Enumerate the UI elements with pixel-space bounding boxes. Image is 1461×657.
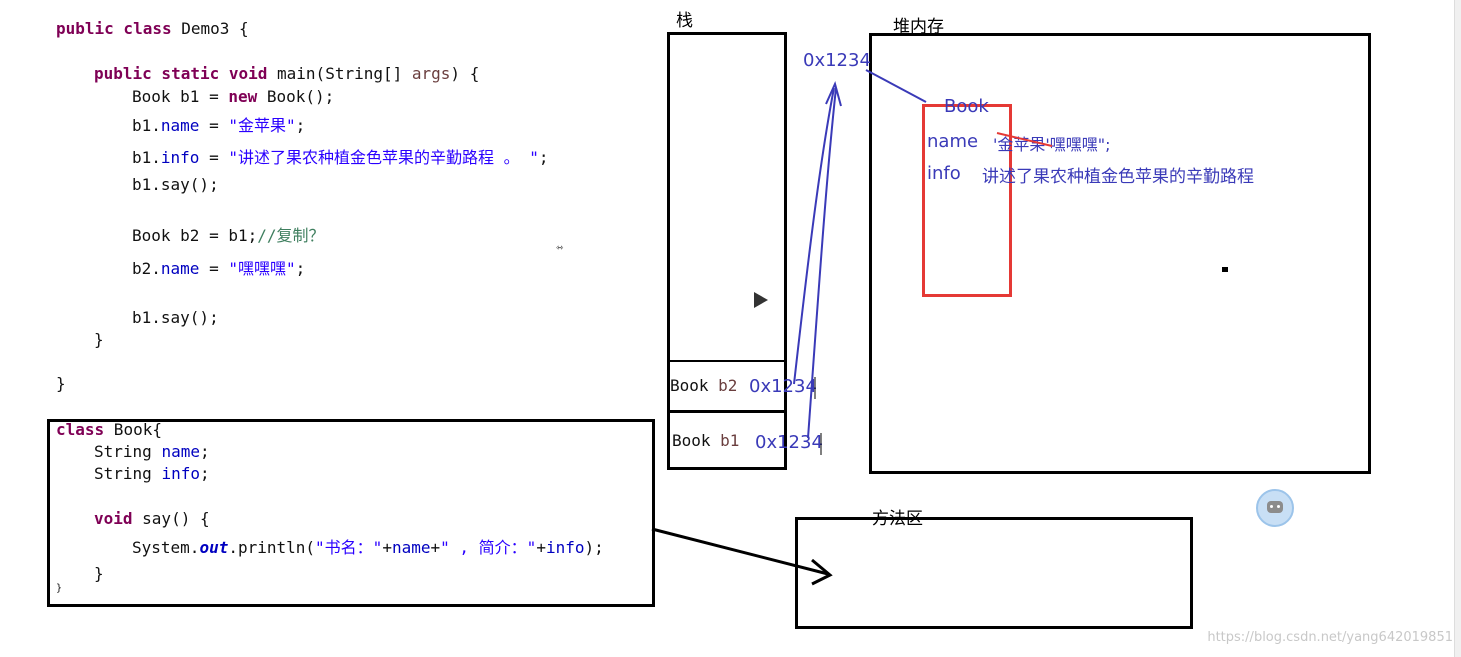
- code-line: }: [94, 564, 104, 583]
- code-line: Book b2 = b1;//复制？: [132, 226, 325, 245]
- code-line: String info;: [94, 464, 210, 483]
- method-area-box: [795, 517, 1193, 629]
- arrowhead: [825, 81, 842, 107]
- stack-b1-address: 0x1234: [755, 432, 823, 453]
- code-line: void say() {: [94, 509, 210, 528]
- book-class-box: [47, 419, 655, 607]
- code-line: Book b1 = new Book();: [132, 87, 335, 106]
- resize-cursor-icon: ⇿: [556, 240, 564, 254]
- stack-b2-address: 0x1234: [749, 376, 817, 397]
- scrollbar[interactable]: [1454, 0, 1461, 657]
- code-line: b1.say();: [132, 308, 219, 327]
- stack-box: [667, 32, 787, 470]
- code-line: String name;: [94, 442, 210, 461]
- code-line: class Book{: [56, 420, 162, 439]
- book-object-box: [922, 104, 1012, 297]
- heap-address: 0x1234: [803, 50, 871, 71]
- cursor-marker: [1222, 267, 1228, 272]
- code-line: }: [94, 330, 104, 349]
- object-name: Book: [944, 96, 989, 117]
- field-name-key: name: [927, 131, 979, 152]
- field-name-value: '金苹果'嘿嘿嘿";: [993, 135, 1111, 154]
- code-line: }: [56, 583, 63, 594]
- code-line: b1.info = "讲述了果农种植金色苹果的辛勤路程 。 ";: [132, 148, 549, 167]
- code-line: System.out.println("书名："+name+" , 简介："+i…: [132, 538, 604, 557]
- code-line: b1.name = "金苹果";: [132, 116, 306, 135]
- stack-row-b2: Book b2: [670, 376, 738, 395]
- robot-avatar-icon[interactable]: [1256, 489, 1294, 527]
- stack-row-b1: Book b1: [672, 431, 740, 450]
- code-line: public static void main(String[] args) {: [94, 64, 480, 83]
- heap-title: 堆内存: [893, 17, 944, 37]
- stack-title: 栈: [676, 11, 693, 31]
- field-info-value: 讲述了果农种植金色苹果的辛勤路程: [982, 167, 1254, 187]
- field-info-key: info: [927, 163, 961, 184]
- play-icon[interactable]: [754, 292, 768, 308]
- code-line: b2.name = "嘿嘿嘿";: [132, 259, 306, 278]
- heap-box: [869, 33, 1371, 474]
- reference-arrow: [793, 87, 835, 385]
- stack-divider: [667, 360, 787, 362]
- code-line: public class Demo3 {: [56, 19, 249, 38]
- code-line: b1.say();: [132, 175, 219, 194]
- watermark: https://blog.csdn.net/yang642019851: [1207, 630, 1453, 645]
- stack-divider: [667, 410, 787, 413]
- code-line: }: [56, 374, 66, 393]
